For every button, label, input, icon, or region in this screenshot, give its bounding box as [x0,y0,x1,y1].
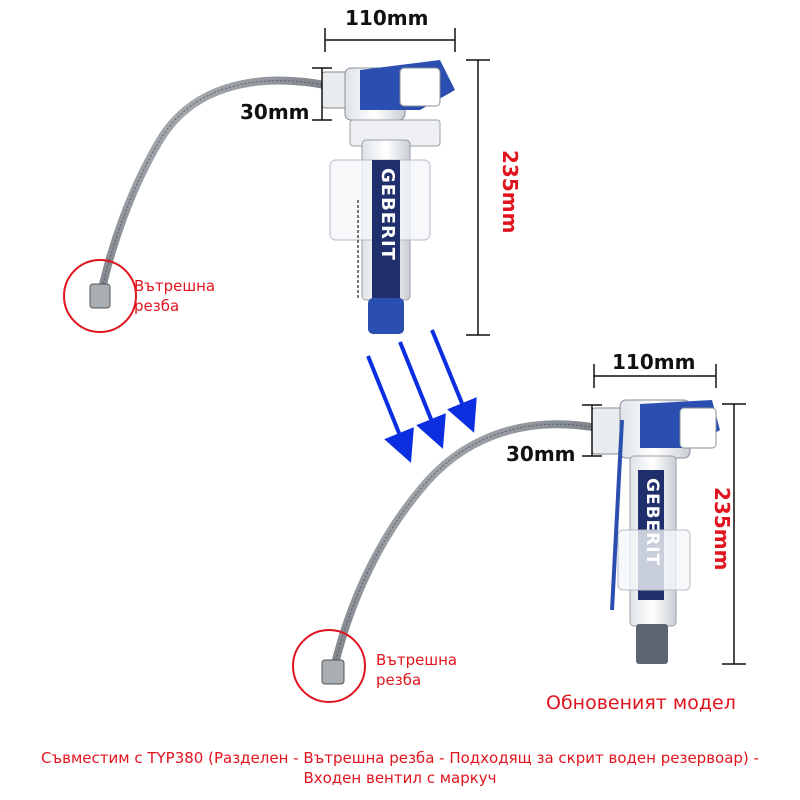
top-hose-nut [89,283,111,309]
bottom-hose-nut [321,659,345,685]
top-thread-circle [63,259,137,333]
bottom-height-label: 235mm [710,487,734,571]
bottom-dimension-lines [582,364,746,665]
bottom-brand-text: GEBERIT [642,478,662,567]
top-width-label: 110mm [345,6,429,30]
arrow-3 [430,329,477,433]
top-inlet-label: 30mm [240,100,310,124]
updated-model-label: Обновеният модел [546,692,736,714]
arrow-2 [398,341,446,449]
top-dimension-lines [312,28,490,336]
top-height-label: 235mm [498,150,522,234]
bottom-thread-label: Вътрешна резба [376,651,458,689]
top-valve [89,60,455,334]
top-brand-text: GEBERIT [377,168,398,261]
top-thread-label: Вътрешна резба [134,277,216,315]
down-arrows [366,329,477,463]
bottom-valve [321,399,720,685]
bottom-hose [329,420,602,676]
arrow-1 [366,355,414,463]
product-caption: Съвместим с TYP380 (Разделен - Вътрешна … [41,749,759,787]
bottom-inlet-label: 30mm [506,442,576,466]
bottom-width-label: 110mm [612,350,696,374]
bottom-thread-circle [292,629,366,703]
